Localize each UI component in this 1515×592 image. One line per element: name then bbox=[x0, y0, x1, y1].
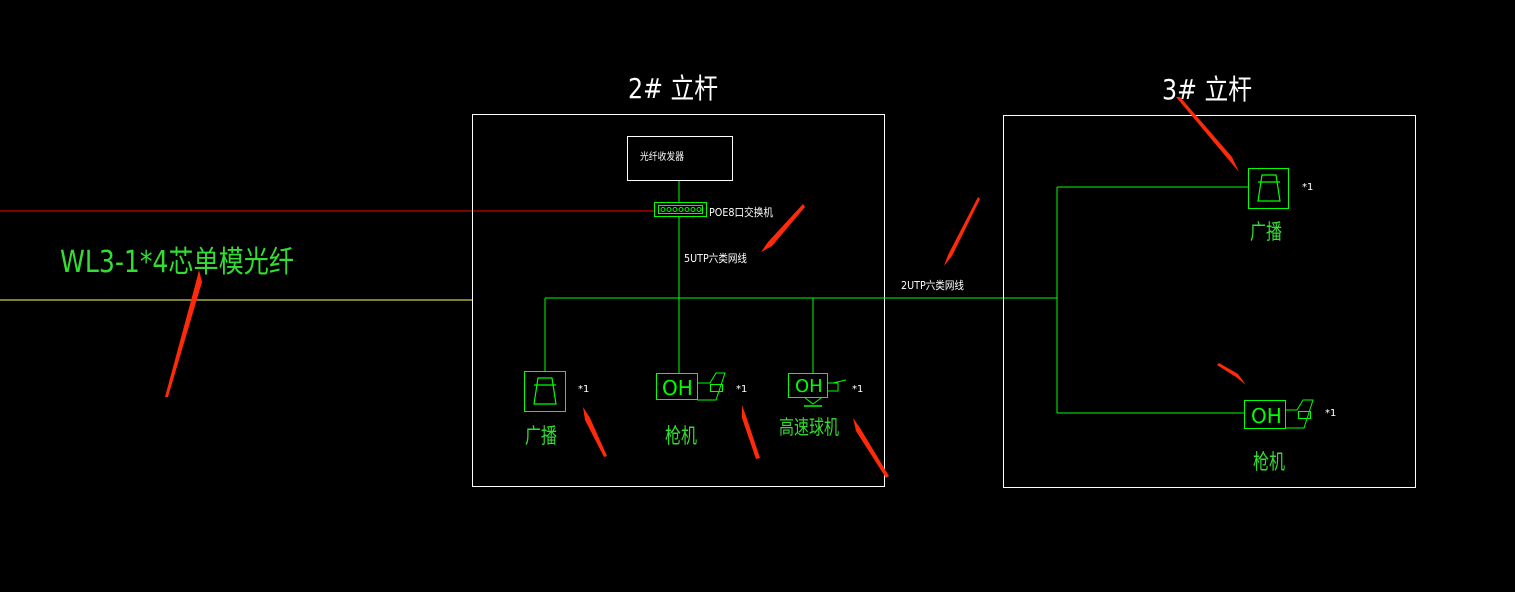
cable-5utp-label: 5UTP六类网线 bbox=[684, 251, 747, 265]
dome-camera-icon bbox=[788, 373, 847, 407]
cable-2utp-label: 2UTP六类网线 bbox=[901, 278, 964, 292]
p3-gun-camera-text: OH bbox=[1251, 404, 1282, 428]
p2-broadcast-label: 广播 bbox=[525, 424, 557, 448]
p2-dome-label: 高速球机 bbox=[779, 415, 839, 439]
p2-dome-camera-text: OH bbox=[795, 376, 823, 397]
annotation-arrows bbox=[165, 97, 1246, 478]
broadcast-speaker-icon bbox=[524, 371, 566, 412]
arrow-to-fiber-label bbox=[165, 270, 202, 397]
p3-broadcast-qty: *1 bbox=[1302, 182, 1313, 193]
p3-gun-qty: *1 bbox=[1325, 408, 1336, 419]
p2-dome-qty: *1 bbox=[852, 384, 863, 395]
broadcast-speaker-icon bbox=[1248, 168, 1289, 209]
p2-gun-qty: *1 bbox=[736, 384, 747, 395]
arrow-to-p3-gun bbox=[1217, 363, 1246, 385]
arrow-to-2utp-cable bbox=[944, 197, 980, 266]
poe-switch-label: POE8口交换机 bbox=[709, 205, 773, 219]
arrow-to-p2-gun bbox=[742, 405, 760, 459]
fiber-transceiver-label: 光纤收发器 bbox=[640, 150, 684, 163]
arrow-to-poe-switch bbox=[761, 204, 805, 252]
fiber-cable-label: WL3-1*4芯单模光纤 bbox=[60, 245, 294, 280]
arrow-to-p2-broadcast bbox=[583, 407, 607, 457]
p3-gun-label: 枪机 bbox=[1253, 450, 1285, 474]
arrow-to-p2-dome bbox=[853, 418, 889, 478]
arrow-to-p3-broadcast bbox=[1176, 97, 1239, 172]
gun-camera-icon bbox=[1244, 399, 1314, 429]
pole-3-title: 3# 立杆 bbox=[1162, 73, 1252, 106]
p2-broadcast-qty: *1 bbox=[578, 384, 589, 395]
p2-gun-label: 枪机 bbox=[665, 424, 697, 448]
gun-camera-icon bbox=[656, 372, 726, 401]
fiber-transceiver-box bbox=[627, 136, 733, 181]
poe-switch-icon bbox=[654, 202, 707, 217]
p2-gun-camera-text: OH bbox=[662, 376, 693, 400]
pole-2-frame bbox=[472, 114, 885, 487]
pole-2-title: 2# 立杆 bbox=[628, 72, 718, 105]
p3-broadcast-label: 广播 bbox=[1250, 220, 1282, 244]
pole-3-frame bbox=[1003, 115, 1416, 488]
